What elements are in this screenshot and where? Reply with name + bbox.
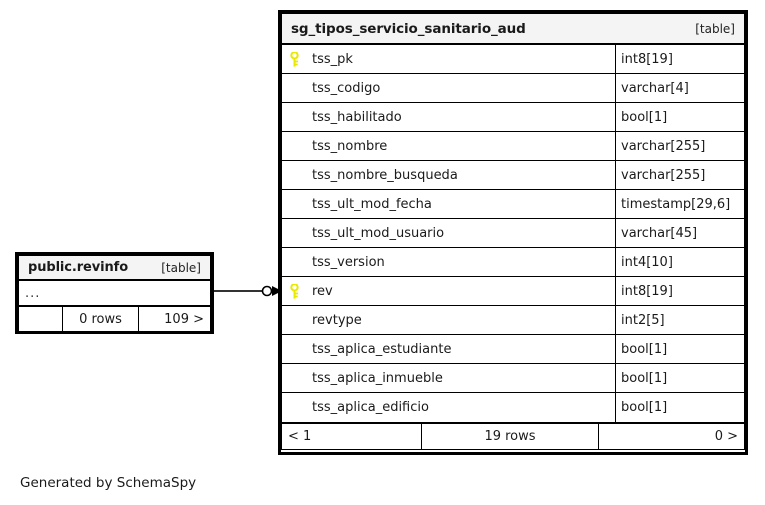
table-column-row[interactable]: tss_codigo varchar[4] <box>282 74 744 103</box>
table-kind-label: [table] <box>695 21 735 36</box>
column-type-cell: int8[19] <box>616 277 744 305</box>
footer-row-count: 19 rows <box>422 424 599 449</box>
column-name-cell: tss_pk <box>282 45 616 73</box>
table-node-inner: sg_tipos_servicio_sanitario_aud [table] … <box>281 13 745 450</box>
column-type-cell: bool[1] <box>616 364 744 392</box>
table-column-row[interactable]: revtype int2[5] <box>282 306 744 335</box>
table-column-row[interactable]: tss_aplica_estudiante bool[1] <box>282 335 744 364</box>
table-header: public.revinfo [table] <box>19 256 210 281</box>
column-type-cell: varchar[45] <box>616 219 744 247</box>
column-type: int8[19] <box>621 283 673 299</box>
column-name: tss_version <box>312 254 385 270</box>
circle-zero-marker <box>261 285 273 297</box>
column-type-cell: int2[5] <box>616 306 744 334</box>
column-name: tss_habilitado <box>312 109 402 125</box>
footer-prev-page[interactable]: < 1 <box>282 424 422 449</box>
primary-key-icon <box>290 283 299 299</box>
schemaspy-credit: Generated by SchemaSpy <box>20 475 197 491</box>
table-column-row[interactable]: tss_nombre_busqueda varchar[255] <box>282 161 744 190</box>
table-column-row[interactable]: tss_aplica_inmueble bool[1] <box>282 364 744 393</box>
column-type: bool[1] <box>621 109 668 125</box>
column-name: tss_aplica_estudiante <box>312 341 452 357</box>
table-node-public-revinfo[interactable]: public.revinfo [table] ... 0 rows 109 > <box>15 252 214 334</box>
footer-prev-page[interactable] <box>19 307 63 331</box>
table-title: public.revinfo <box>28 260 129 275</box>
column-type-cell: varchar[255] <box>616 161 744 189</box>
column-type: int4[10] <box>621 254 673 270</box>
column-type-cell: timestamp[29,6] <box>616 190 744 218</box>
column-type-cell: varchar[255] <box>616 132 744 160</box>
column-type-cell: bool[1] <box>616 393 744 422</box>
table-footer: 0 rows 109 > <box>19 306 210 331</box>
column-type-cell: int4[10] <box>616 248 744 276</box>
table-column-row[interactable]: tss_ult_mod_fecha timestamp[29,6] <box>282 190 744 219</box>
column-type: int2[5] <box>621 312 665 328</box>
table-title: sg_tipos_servicio_sanitario_aud <box>291 20 526 37</box>
column-type-cell: bool[1] <box>616 103 744 131</box>
table-column-row[interactable]: tss_aplica_edificio bool[1] <box>282 393 744 422</box>
table-node-inner: public.revinfo [table] ... 0 rows 109 > <box>18 255 211 332</box>
column-type-cell: int8[19] <box>616 45 744 73</box>
relationship-connector <box>214 285 282 297</box>
column-type: timestamp[29,6] <box>621 196 731 212</box>
column-name: tss_nombre <box>312 138 388 154</box>
column-type-cell: bool[1] <box>616 335 744 363</box>
column-type: varchar[4] <box>621 80 689 96</box>
column-name-cell: tss_version <box>282 248 616 276</box>
column-name: rev <box>312 283 333 299</box>
table-column-row[interactable]: tss_nombre varchar[255] <box>282 132 744 161</box>
table-kind-label: [table] <box>161 260 201 275</box>
table-column-row[interactable]: tss_ult_mod_usuario varchar[45] <box>282 219 744 248</box>
column-name-cell: tss_aplica_inmueble <box>282 364 616 392</box>
column-list: tss_pk int8[19] tss_codigo varchar[4] tss_ha… <box>282 45 744 422</box>
column-type: bool[1] <box>621 400 668 415</box>
table-column-row[interactable]: rev int8[19] <box>282 277 744 306</box>
column-type: varchar[255] <box>621 167 706 183</box>
column-type: varchar[255] <box>621 138 706 154</box>
table-column-row[interactable]: tss_habilitado bool[1] <box>282 103 744 132</box>
footer-row-count: 0 rows <box>63 307 139 331</box>
footer-next-page[interactable]: 0 > <box>714 429 738 444</box>
column-type: bool[1] <box>621 341 668 357</box>
column-type-cell: varchar[4] <box>616 74 744 102</box>
arrow-marker <box>272 286 282 296</box>
column-name: tss_nombre_busqueda <box>312 167 458 183</box>
primary-key-icon-slot <box>290 283 312 299</box>
column-name-cell: tss_aplica_edificio <box>282 393 616 422</box>
column-type: varchar[45] <box>621 225 698 241</box>
primary-key-icon <box>290 51 299 67</box>
column-name: tss_codigo <box>312 80 381 96</box>
column-type: bool[1] <box>621 370 668 386</box>
footer-next-page[interactable]: 109 > <box>164 311 204 327</box>
column-name-cell: tss_nombre <box>282 132 616 160</box>
column-name-cell: tss_habilitado <box>282 103 616 131</box>
column-name: tss_aplica_edificio <box>312 400 429 415</box>
table-header: sg_tipos_servicio_sanitario_aud [table] <box>282 14 744 45</box>
collapsed-columns-indicator[interactable]: ... <box>19 281 210 306</box>
column-name: tss_ult_mod_usuario <box>312 225 445 241</box>
column-name-cell: tss_aplica_estudiante <box>282 335 616 363</box>
column-name-cell: tss_ult_mod_fecha <box>282 190 616 218</box>
column-name-cell: tss_nombre_busqueda <box>282 161 616 189</box>
table-footer: < 1 19 rows 0 > <box>282 422 744 449</box>
column-name-cell: tss_codigo <box>282 74 616 102</box>
primary-key-icon-slot <box>290 51 312 67</box>
table-column-row[interactable]: tss_version int4[10] <box>282 248 744 277</box>
column-name-cell: tss_ult_mod_usuario <box>282 219 616 247</box>
column-name: tss_ult_mod_fecha <box>312 196 432 212</box>
column-name: tss_pk <box>312 51 353 67</box>
column-name: tss_aplica_inmueble <box>312 370 443 386</box>
column-name-cell: revtype <box>282 306 616 334</box>
column-name: revtype <box>312 312 362 328</box>
table-node-sg-tipos-servicio-sanitario-aud[interactable]: sg_tipos_servicio_sanitario_aud [table] … <box>278 10 748 455</box>
column-type: int8[19] <box>621 51 673 67</box>
column-name-cell: rev <box>282 277 616 305</box>
table-column-row[interactable]: tss_pk int8[19] <box>282 45 744 74</box>
